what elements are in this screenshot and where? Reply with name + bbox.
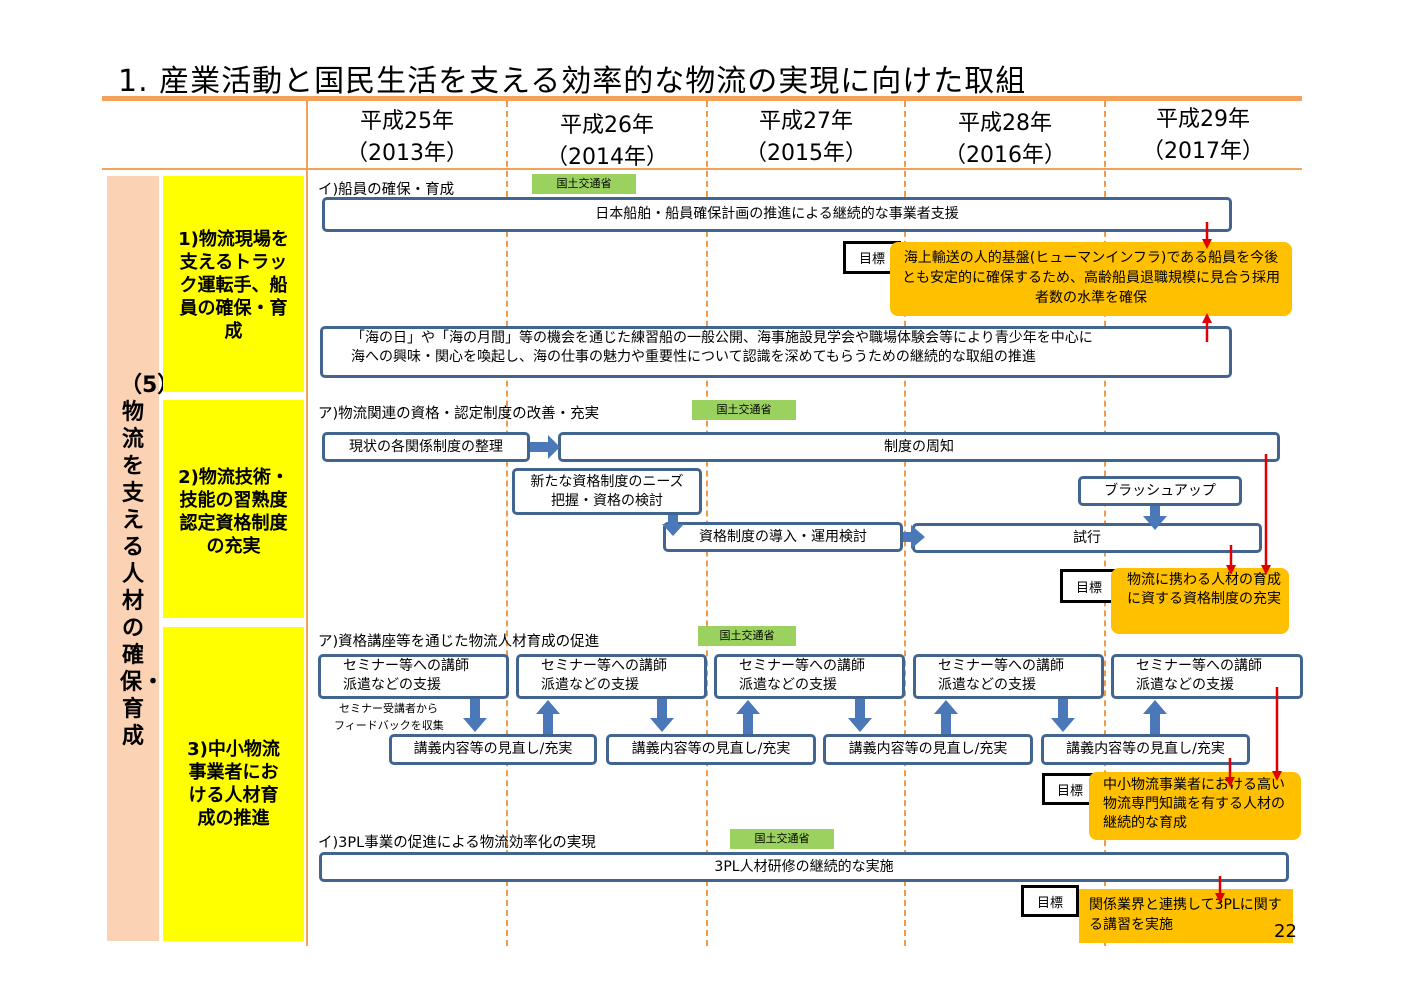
box-seminar-support-2016: セミナー等への講師 派遣などの支援 bbox=[913, 654, 1104, 699]
block4-heading: イ)3PL事業の促進による物流効率化の実現 bbox=[318, 835, 596, 851]
goal-marker: 目標 bbox=[1042, 773, 1098, 805]
box-lecture-review-2014: 講義内容等の見直し/充実 bbox=[606, 734, 816, 765]
year-header-2013: 平成25年 （2013年） bbox=[308, 106, 506, 170]
box-line: 派遣などの支援 bbox=[739, 677, 837, 693]
box-line: セミナー等への講師 bbox=[343, 658, 469, 674]
year-era: 平成29年 bbox=[1156, 107, 1250, 132]
ministry-badge: 国土交通省 bbox=[730, 829, 834, 849]
year-era: 平成28年 bbox=[958, 111, 1052, 136]
box-lecture-review-2015: 講義内容等の見直し/充実 bbox=[823, 734, 1033, 765]
year-ad: （2017年） bbox=[1142, 139, 1264, 164]
box-review-systems: 現状の各関係制度の整理 bbox=[322, 432, 530, 462]
box-line: セミナー等への講師 bbox=[541, 658, 667, 674]
category-label-2: 2)物流技術・技能の習熟度認定資格制度の充実 bbox=[178, 467, 289, 557]
page-title: 1. 産業活動と国民生活を支える効率的な物流の実現に向けた取組 bbox=[118, 64, 1027, 99]
box-lecture-review-2013: 講義内容等の見直し/充実 bbox=[389, 734, 597, 765]
box-brushup: ブラッシュアップ bbox=[1078, 476, 1242, 506]
goal-box-sme: 中小物流事業者における高い物流専門知識を有する人材の継続的な育成 bbox=[1089, 772, 1301, 840]
box-lecture-review-2016: 講義内容等の見直し/充実 bbox=[1041, 734, 1250, 765]
feedback-line: フィードバックを収集 bbox=[334, 719, 444, 732]
blue-arrow-up bbox=[736, 700, 760, 734]
goal-marker: 目標 bbox=[1021, 885, 1079, 917]
bar-ship-crew-plan: 日本船舶・船員確保計画の推進による継続的な事業者支援 bbox=[322, 197, 1232, 232]
feedback-line: セミナー受講者から bbox=[339, 702, 438, 715]
bar-publicize-system: 制度の周知 bbox=[558, 432, 1280, 462]
box-line: セミナー等への講師 bbox=[938, 658, 1064, 674]
year-ad: （2016年） bbox=[944, 143, 1066, 168]
box-needs-assessment: 新たな資格制度のニーズ 把握・資格の検討 bbox=[512, 468, 702, 515]
category-label-1: 1)物流現場を支えるトラック運転手、船員の確保・育成 bbox=[178, 229, 289, 342]
blue-arrow-up bbox=[1143, 700, 1167, 734]
box-line: 新たな資格制度のニーズ bbox=[530, 473, 684, 490]
box-line: セミナー等への講師 bbox=[1136, 658, 1262, 674]
box-system-intro: 資格制度の導入・運用検討 bbox=[663, 522, 903, 552]
bar-3pl-training: 3PL人材研修の継続的な実施 bbox=[319, 852, 1289, 882]
feedback-note: セミナー受講者から フィードバックを収集 bbox=[334, 700, 444, 734]
blue-arrow-right bbox=[530, 435, 560, 459]
year-divider bbox=[904, 101, 906, 946]
ministry-badge: 国土交通省 bbox=[692, 400, 796, 420]
category-cell-1 bbox=[163, 176, 304, 392]
blue-arrow-down bbox=[1051, 699, 1075, 732]
box-seminar-support-2014: セミナー等への講師 派遣などの支援 bbox=[516, 654, 707, 699]
box-line: 派遣などの支援 bbox=[343, 677, 441, 693]
bar-line: 海への興味・関心を喚起し、海の仕事の魅力や重要性について認識を深めてもらうための… bbox=[351, 349, 1036, 365]
year-header-2015: 平成27年 （2015年） bbox=[707, 106, 905, 170]
blue-arrow-down bbox=[848, 699, 872, 732]
section-sidebar bbox=[107, 176, 159, 941]
year-divider bbox=[506, 101, 508, 946]
ministry-badge: 国土交通省 bbox=[698, 626, 796, 646]
bar-youth-outreach: 「海の日」や「海の月間」等の機会を通じた練習船の一般公開、海事施設見学会や職場体… bbox=[320, 326, 1232, 378]
block3-heading: ア)資格講座等を通じた物流人材育成の促進 bbox=[318, 634, 600, 650]
box-line: 把握・資格の検討 bbox=[551, 492, 663, 509]
box-seminar-support-2015: セミナー等への講師 派遣などの支援 bbox=[714, 654, 905, 699]
block1-heading: イ)船員の確保・育成 bbox=[318, 182, 455, 198]
goal-box-qualification: 物流に携わる人材の育成に資する資格制度の充実 bbox=[1111, 568, 1289, 634]
ministry-badge: 国土交通省 bbox=[532, 174, 636, 194]
box-line: 派遣などの支援 bbox=[938, 677, 1036, 693]
year-era: 平成26年 bbox=[560, 113, 654, 138]
blue-arrow-down bbox=[650, 699, 674, 732]
category-cell-2 bbox=[163, 400, 304, 618]
year-era: 平成25年 bbox=[360, 109, 454, 134]
year-era: 平成27年 bbox=[759, 109, 853, 134]
category-label-3: 3)中小物流事業者における人材育成の推進 bbox=[187, 739, 280, 829]
year-header-2017: 平成29年 （2017年） bbox=[1104, 104, 1302, 168]
goal-box-crew: 海上輸送の人的基盤(ヒューマンインフラ)である船員を今後とも安定的に確保するため… bbox=[890, 242, 1292, 316]
bar-trial: 試行 bbox=[912, 523, 1262, 553]
blue-arrow-down bbox=[662, 515, 684, 536]
box-line: セミナー等への講師 bbox=[739, 658, 865, 674]
goal-box-3pl: 関係業界と連携して3PLに関する講習を実施 bbox=[1079, 889, 1293, 943]
year-header-2016: 平成28年 （2016年） bbox=[906, 108, 1104, 172]
box-seminar-support-2017: セミナー等への講師 派遣などの支援 bbox=[1111, 654, 1303, 699]
blue-arrow-down bbox=[463, 699, 487, 732]
header-divider bbox=[102, 168, 1302, 170]
title-underline bbox=[102, 96, 1302, 101]
year-ad: （2015年） bbox=[745, 141, 867, 166]
block2-heading: ア)物流関連の資格・認定制度の改善・充実 bbox=[318, 406, 600, 422]
blue-arrow-up bbox=[934, 700, 958, 734]
box-line: 派遣などの支援 bbox=[1136, 677, 1234, 693]
blue-arrow-up bbox=[536, 700, 560, 734]
blue-arrow-right bbox=[903, 525, 925, 549]
box-line: 派遣などの支援 bbox=[541, 677, 639, 693]
year-ad: （2014年） bbox=[546, 145, 668, 170]
box-seminar-support-2013: セミナー等への講師 派遣などの支援 bbox=[318, 654, 509, 699]
blue-arrow-down bbox=[1143, 506, 1167, 530]
bar-line: 「海の日」や「海の月間」等の機会を通じた練習船の一般公開、海事施設見学会や職場体… bbox=[351, 330, 1093, 346]
category-cell-3 bbox=[163, 627, 304, 941]
year-ad: （2013年） bbox=[346, 141, 468, 166]
year-header-2014: 平成26年 （2014年） bbox=[508, 110, 706, 174]
label-column-divider bbox=[306, 101, 308, 946]
page-number: 22 bbox=[1274, 921, 1297, 942]
